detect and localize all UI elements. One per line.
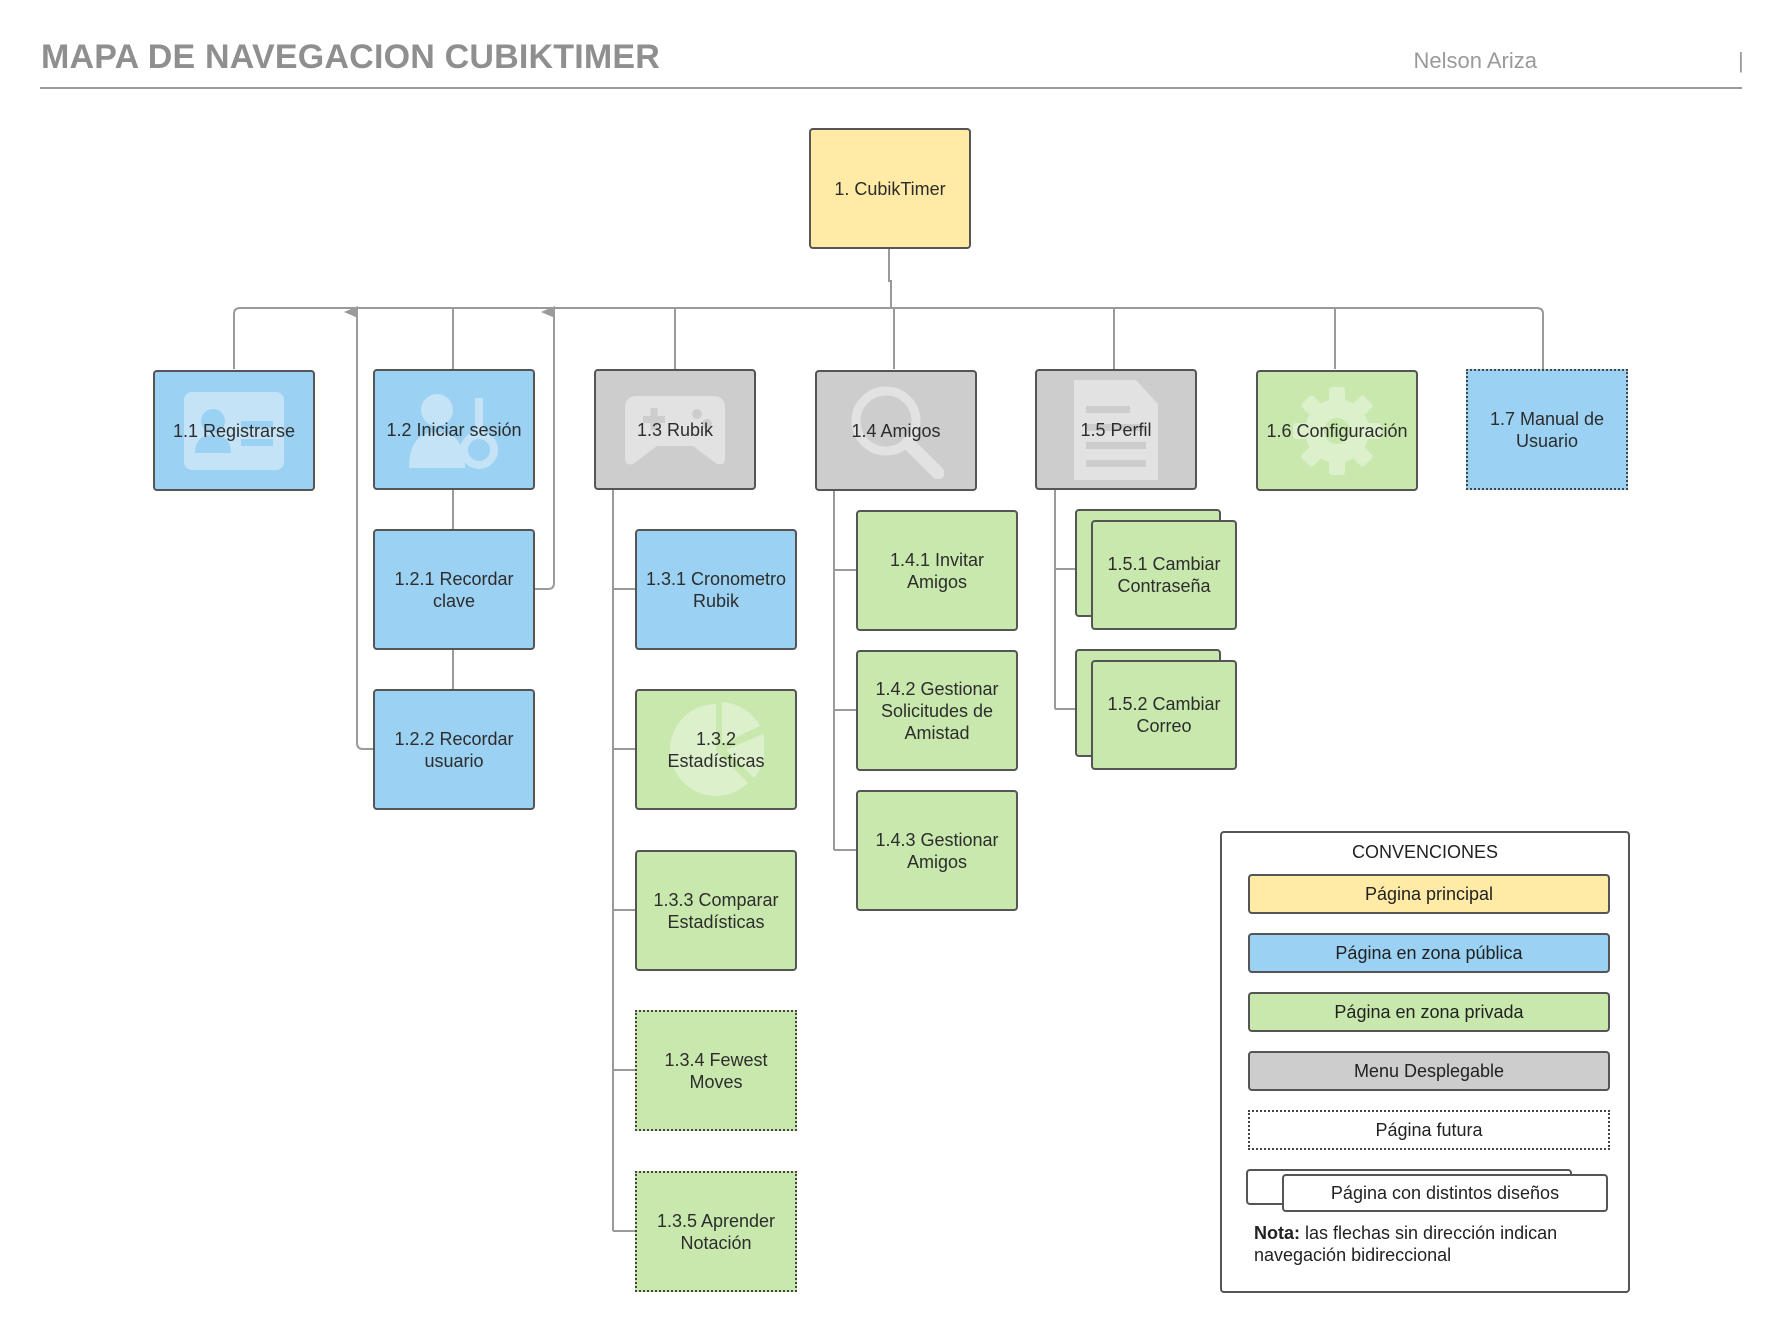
legend-label: Página principal [1364, 883, 1494, 904]
node-label: 1.3.1 Cronometro Rubik [645, 568, 787, 611]
node-label: 1.5.2 Cambiar Correo [1107, 694, 1221, 736]
node-label: 1.4.2 Gestionar Solicitudes de Amistad [875, 678, 999, 743]
legend-note: Nota: las flechas sin dirección indican … [1254, 1222, 1614, 1266]
note-text: las flechas sin dirección indican navega… [1254, 1223, 1558, 1265]
gamepad-icon [625, 395, 725, 464]
node-recordar-clave[interactable]: 1.2.1 Recordar clave [373, 529, 535, 650]
node-label: 1.3 Rubik [636, 419, 714, 440]
legend-item-disenos: Página con distintos diseños [1282, 1174, 1608, 1212]
node-invitar-amigos[interactable]: 1.4.1 Invitar Amigos [856, 510, 1018, 631]
arrow-recordar-usuario [344, 306, 373, 750]
search-icon [851, 386, 944, 479]
node-label: 1.5 Perfil [1080, 419, 1152, 440]
node-rubik[interactable]: 1.3 Rubik [594, 369, 756, 490]
node-cambiar-correo[interactable]: 1.5.2 Cambiar Correo [1091, 660, 1237, 770]
node-label: 1.4.3 Gestionar Amigos [875, 829, 999, 872]
node-label: 1.5.1 Cambiar Contraseña [1107, 554, 1221, 596]
node-recordar-usuario[interactable]: 1.2.2 Recordar usuario [373, 689, 535, 810]
author-name: Nelson Ariza [1413, 48, 1537, 73]
node-label: 1.3.5 Aprender Notación [656, 1210, 776, 1253]
legend-item-menu: Menu Desplegable [1248, 1051, 1610, 1091]
legend-panel: CONVENCIONES Página principal Página en … [1220, 831, 1630, 1293]
node-label: 1.3.4 Fewest Moves [664, 1049, 768, 1092]
note-label: Nota: [1254, 1223, 1300, 1243]
node-label: 1.3.2 Estadísticas [667, 728, 765, 771]
document-icon [1074, 379, 1158, 480]
connector-bus [233, 307, 1544, 369]
node-cambiar-contrasena[interactable]: 1.5.1 Cambiar Contraseña [1091, 520, 1237, 630]
legend-item-publica: Página en zona pública [1248, 933, 1610, 973]
node-estadisticas[interactable]: 1.3.2 Estadísticas [635, 689, 797, 810]
node-label: 1.4.1 Invitar Amigos [889, 549, 985, 592]
node-cubiktimer[interactable]: 1. CubikTimer [809, 128, 971, 249]
legend-item-privada: Página en zona privada [1248, 992, 1610, 1032]
node-configuracion[interactable]: 1.6 Configuración [1256, 370, 1418, 491]
node-label: 1.2.2 Recordar usuario [394, 728, 514, 771]
node-fewest-moves[interactable]: 1.3.4 Fewest Moves [635, 1010, 797, 1131]
legend-item-principal: Página principal [1248, 874, 1610, 914]
node-cronometro-rubik[interactable]: 1.3.1 Cronometro Rubik [635, 529, 797, 650]
node-gestionar-amigos[interactable]: 1.4.3 Gestionar Amigos [856, 790, 1018, 911]
node-aprender-notacion[interactable]: 1.3.5 Aprender Notación [635, 1171, 797, 1292]
node-label: 1.3.3 Comparar Estadísticas [653, 889, 779, 932]
node-label: 1.7 Manual de Usuario [1489, 408, 1605, 451]
node-iniciar-sesion[interactable]: 1.2 Iniciar sesión [373, 369, 535, 490]
node-label: 1.6 Configuración [1266, 420, 1408, 441]
arrow-recordar-clave [532, 306, 555, 590]
node-registrarse[interactable]: 1.1 Registrarse [153, 370, 315, 491]
legend-label: Página en zona privada [1334, 1001, 1524, 1022]
gear-icon [1293, 386, 1381, 475]
legend-label: Página en zona pública [1335, 942, 1523, 963]
id-card-icon [184, 391, 284, 470]
user-key-icon [409, 393, 498, 469]
pie-chart-icon [669, 701, 764, 796]
node-manual-usuario[interactable]: 1.7 Manual de Usuario [1466, 369, 1628, 490]
node-label: 1.2.1 Recordar clave [394, 568, 514, 611]
legend-title: CONVENCIONES [1351, 842, 1499, 862]
legend-label: Menu Desplegable [1353, 1060, 1505, 1081]
node-perfil[interactable]: 1.5 Perfil [1035, 369, 1197, 490]
page-title: MAPA DE NAVEGACION CUBIKTIMER [41, 38, 661, 76]
node-gestionar-solicitudes[interactable]: 1.4.2 Gestionar Solicitudes de Amistad [856, 650, 1018, 771]
node-label: 1.4 Amigos [851, 420, 941, 441]
header-divider [40, 87, 1742, 89]
legend-item-futura: Página futura [1248, 1110, 1610, 1150]
node-label: 1. CubikTimer [834, 178, 946, 199]
legend-label: Página con distintos diseños [1330, 1182, 1560, 1203]
node-label: 1.2 Iniciar sesión [386, 419, 522, 440]
legend-label: Página futura [1375, 1119, 1483, 1140]
node-label: 1.1 Registrarse [172, 420, 296, 441]
node-amigos[interactable]: 1.4 Amigos [815, 370, 977, 491]
node-comparar-estadisticas[interactable]: 1.3.3 Comparar Estadísticas [635, 850, 797, 971]
connector-root [888, 249, 892, 308]
header-separator: | [1738, 48, 1744, 73]
